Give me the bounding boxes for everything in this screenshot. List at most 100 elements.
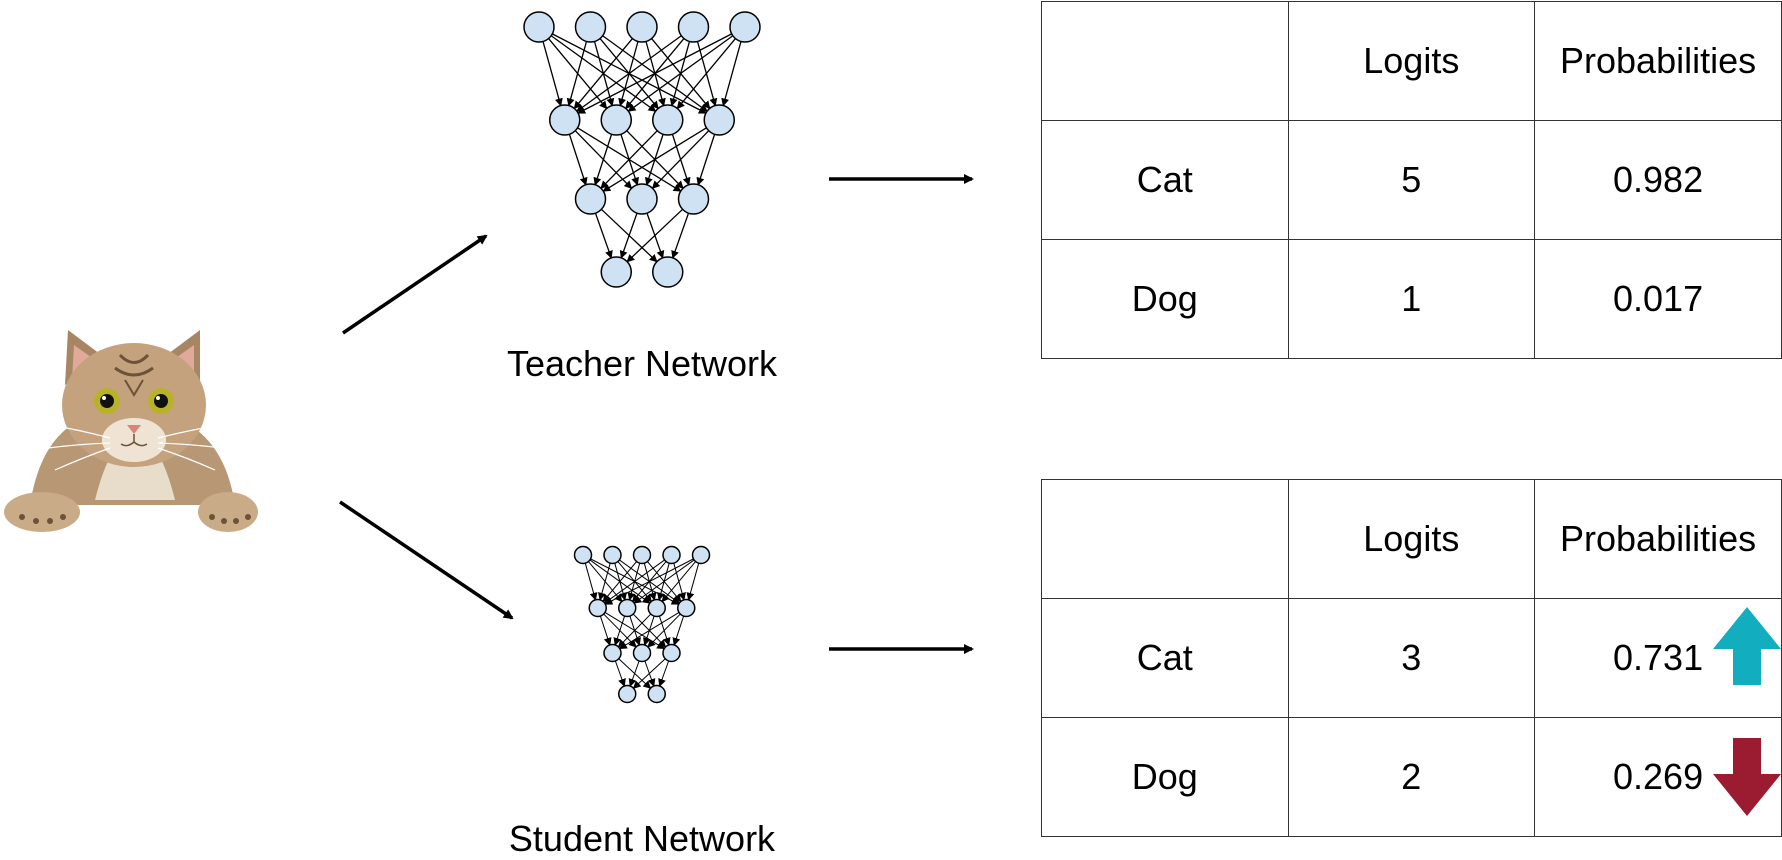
network-connection [661,561,696,603]
network-node [574,11,607,43]
table-row: Dog 2 0.269 [1041,717,1782,837]
arrow-to-student [339,500,514,620]
network-connection [600,130,658,189]
header-cell-probabilities: Probabilities [1534,479,1782,599]
network-connection [593,134,613,186]
network-node [662,643,681,663]
network-connection [603,559,665,604]
table-header-row: Logits Probabilities [1041,479,1782,599]
class-cell: Dog [1041,239,1289,359]
network-connection [573,38,633,110]
teacher-network-label: Teacher Network [506,343,778,384]
teacher-network [523,11,761,288]
network-connection [651,130,710,189]
network-connection [672,615,685,646]
student-network [573,545,711,704]
network-node [600,104,632,136]
network-connection [617,613,652,648]
down-arrow-shape [1713,738,1781,816]
network-connection [602,561,637,603]
probability-cell: 0.269 [1534,717,1782,837]
network-connection [696,134,716,186]
network-node [574,183,607,215]
network-node [549,104,581,136]
header-cell-blank [1041,1,1289,121]
network-node [677,598,696,618]
table-row: Cat 5 0.982 [1041,120,1782,240]
network-connection [594,212,613,259]
network-node [618,598,637,618]
network-connection [568,134,588,186]
network-connection [721,41,742,107]
network-node [626,11,658,43]
student-output-table: Logits Probabilities Cat 3 0.731 Dog 2 0… [1041,479,1782,837]
up-arrow-shape [1713,607,1781,685]
network-node [677,183,710,215]
network-node [632,643,652,663]
network-connection [598,563,611,601]
network-connection [577,33,732,114]
network-node [588,598,607,618]
cat-image [4,330,258,532]
class-cell: Cat [1041,120,1289,240]
network-node [652,104,684,136]
probability-cell: 0.982 [1534,120,1782,240]
network-connection [619,212,638,259]
network-connection [566,41,588,107]
network-node [523,11,555,43]
network-node [603,643,622,663]
network-node [691,545,711,565]
table-row: Cat 3 0.731 [1041,598,1782,718]
down-arrow-icon [1713,738,1781,816]
network-node [626,183,658,215]
network-connection [647,613,681,648]
student-network-label: Student Network [508,818,776,859]
network-connection [671,212,690,259]
network-node [652,256,684,288]
header-cell-logits: Logits [1287,1,1536,121]
logit-cell: 3 [1287,598,1536,718]
probability-cell: 0.731 [1534,598,1782,718]
table-row: Dog 1 0.017 [1041,239,1782,359]
network-connection [676,38,736,110]
teacher-output-table: Logits Probabilities Cat 5 0.982 Dog 1 0… [1041,1,1782,359]
arrow-to-teacher [342,234,488,335]
network-connection [542,41,563,107]
network-connection [584,563,598,601]
network-connection [628,660,640,687]
network-node [603,545,622,565]
network-connection [613,615,626,646]
network-connection [576,35,682,112]
network-node [647,598,666,618]
network-connection [604,558,694,605]
logit-cell: 2 [1287,717,1536,837]
class-cell: Cat [1041,598,1289,718]
network-connection [618,612,680,650]
network-node [662,545,681,565]
network-node [677,11,710,43]
up-arrow-icon [1713,607,1781,685]
logit-cell: 5 [1287,120,1536,240]
network-connection [633,559,695,604]
header-cell-probabilities: Probabilities [1534,1,1782,121]
table-header-row: Logits Probabilities [1041,1,1782,121]
network-node [703,104,735,136]
network-connection [658,660,670,687]
network-connection [614,660,626,687]
network-node [632,545,652,565]
network-connection [632,658,666,689]
network-node [618,684,637,704]
class-cell: Dog [1041,717,1289,837]
logit-cell: 1 [1287,239,1536,359]
network-node [729,11,761,43]
network-node [600,256,632,288]
probability-value: 0.269 [1613,756,1704,797]
network-connection [626,208,684,263]
network-connection [602,127,707,192]
network-connection [599,615,612,646]
network-connection [686,563,700,601]
network-connection [627,35,734,112]
header-cell-blank [1041,479,1289,599]
network-node [573,545,593,565]
